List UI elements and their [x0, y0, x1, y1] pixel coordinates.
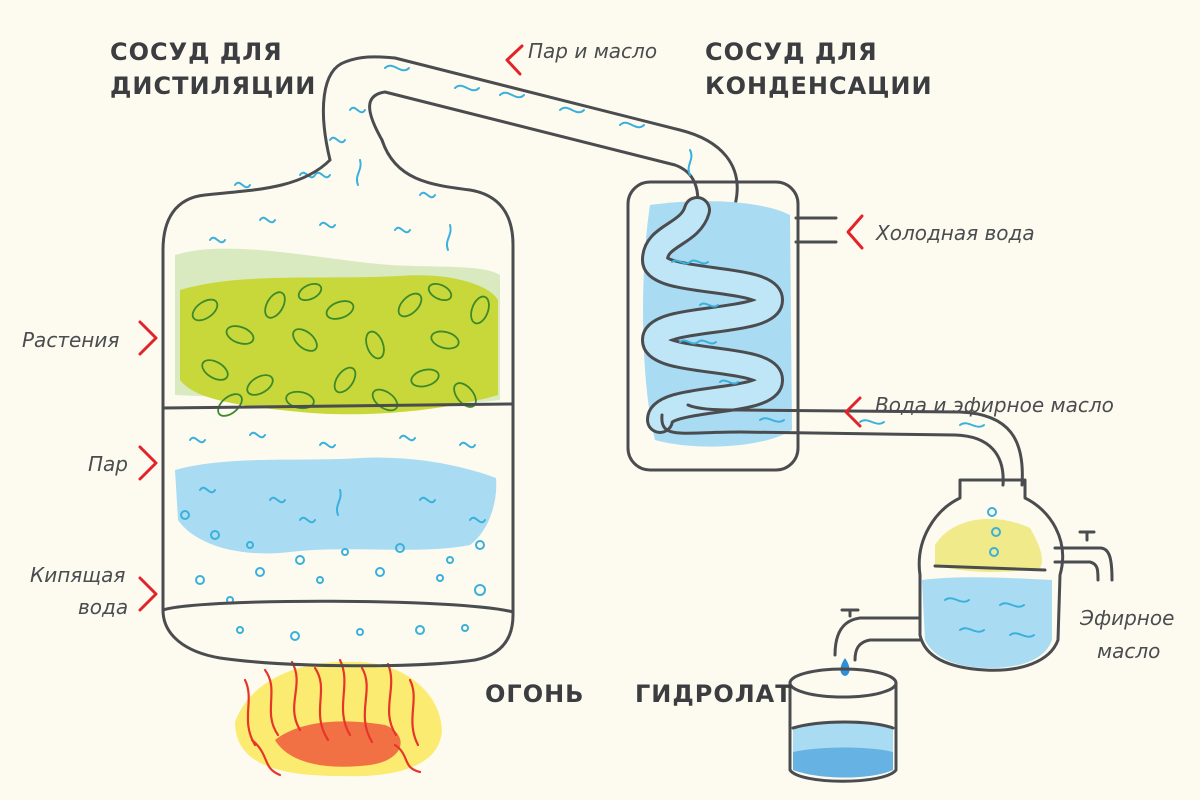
pointer-plants: [138, 320, 158, 356]
distillation-contents: [175, 106, 500, 641]
vapor-lines-upper: [209, 106, 452, 251]
label-boiling-line2: вода: [78, 595, 128, 619]
label-plants: Растения: [22, 328, 119, 352]
condense-title-line1: СОСУД ДЛЯ: [705, 38, 878, 66]
pointer-steam-oil: [505, 44, 524, 76]
pointer-boiling: [138, 576, 158, 612]
label-cold-water: Холодная вода: [875, 221, 1035, 245]
labels: Пар и масло Холодная вода Вода и эфирное…: [22, 39, 1174, 663]
steam-layer: [175, 457, 497, 554]
pointer-cold-water: [846, 214, 864, 250]
condenser: [626, 180, 1024, 487]
distillation-vessel: [161, 138, 515, 668]
vapor-lines-lower: [189, 431, 486, 524]
label-water-oil: Вода и эфирное масло: [875, 393, 1114, 417]
water-drop: [840, 658, 850, 676]
water-layer: [922, 577, 1052, 668]
hydrolat-beaker: [788, 667, 898, 783]
pointer-water-oil: [844, 396, 862, 428]
label-steam: Пар: [88, 452, 128, 476]
coil: [640, 196, 785, 434]
distill-title-line1: СОСУД ДЛЯ: [110, 38, 283, 66]
titles: СОСУД ДЛЯ ДИСТИЛЯЦИИ СОСУД ДЛЯ КОНДЕНСАЦ…: [110, 38, 933, 708]
separator-flask: [833, 478, 1114, 676]
distill-title-line2: ДИСТИЛЯЦИИ: [110, 72, 316, 100]
label-essential-line1: Эфирное: [1079, 606, 1174, 630]
label-steam-oil: Пар и масло: [528, 39, 657, 63]
pointers: [138, 44, 864, 612]
fire-title: ОГОНЬ: [485, 680, 584, 708]
pointer-steam: [138, 445, 158, 481]
label-boiling-line1: Кипящая: [30, 563, 125, 587]
fire: [235, 658, 442, 777]
oil-layer: [935, 518, 1042, 572]
label-essential-line2: масло: [1097, 639, 1160, 663]
bubbles: [180, 510, 486, 641]
hydrolat-title: ГИДРОЛАТ: [635, 680, 793, 708]
plant-layer: [180, 275, 498, 415]
condense-title-line2: КОНДЕНСАЦИИ: [705, 72, 933, 100]
vapor-tube: [321, 55, 739, 212]
